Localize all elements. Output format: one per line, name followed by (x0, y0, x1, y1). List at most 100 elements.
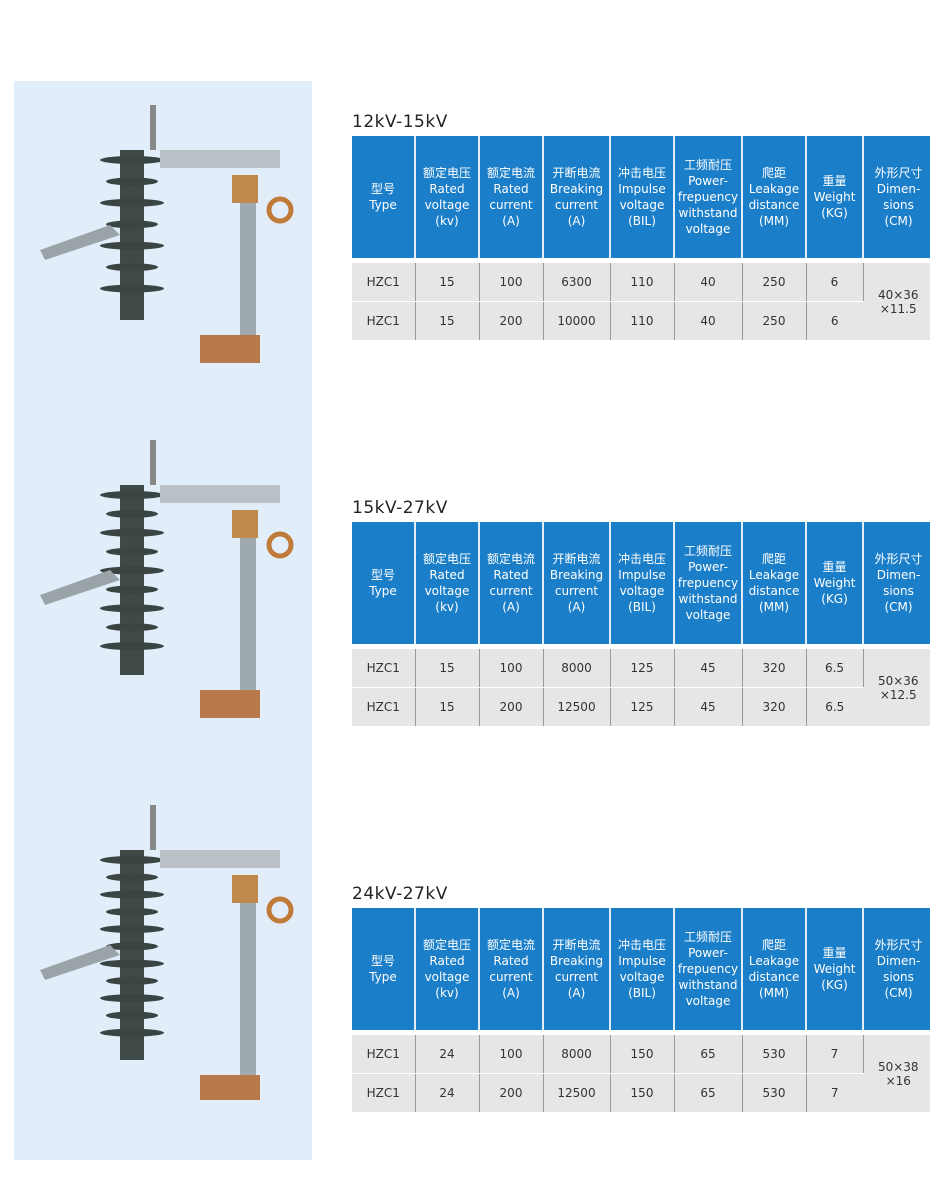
header-en: (A) (502, 986, 520, 1000)
table-cell: 250 (742, 263, 807, 302)
table-cell: 40 (674, 263, 743, 302)
table-cell: 12500 (543, 687, 611, 727)
table-cell: 320 (742, 687, 807, 727)
dimensions-cell: 50×38×16 (863, 1035, 930, 1113)
header-en: (kv) (435, 986, 459, 1000)
header-cn: 冲击电压 (617, 938, 666, 952)
header-en: Leakage (748, 182, 800, 196)
table-cell: 6 (806, 263, 864, 302)
header-en: voltage (619, 584, 665, 598)
dimension-line: ×16 (885, 1073, 911, 1088)
header-en: withstand (678, 978, 738, 992)
header-en: Impulse (618, 568, 666, 582)
table-cell: HZC1 (352, 649, 416, 688)
header-en: voltage (685, 222, 731, 236)
header-cn: 工频耐压 (683, 158, 732, 172)
header-cn: 爬距 (761, 552, 786, 566)
header-en: (BIL) (628, 600, 656, 614)
header-cn: 外形尺寸 (874, 938, 923, 952)
header-en: Impulse (618, 954, 666, 968)
header-en: Breaking (549, 954, 604, 968)
table-cell: HZC1 (352, 1073, 416, 1113)
header-en: Leakage (748, 568, 800, 582)
header-en: distance (748, 584, 800, 598)
header-cn: 冲击电压 (617, 552, 666, 566)
column-header: 冲击电压 Impulse voltage (BIL) (610, 522, 675, 644)
header-en: Rated (429, 182, 465, 196)
header-en: voltage (685, 608, 731, 622)
header-en: (A) (502, 600, 520, 614)
header-en: Breaking (549, 182, 604, 196)
header-en: distance (748, 970, 800, 984)
table-cell: 100 (479, 649, 544, 688)
fuse-cutout-image (20, 800, 310, 1103)
table-cell: 7 (806, 1035, 864, 1074)
header-en: Impulse (618, 182, 666, 196)
table-cell: 10000 (543, 301, 611, 341)
dimension-line: 50×36 (877, 673, 919, 688)
header-cn: 额定电流 (486, 552, 535, 566)
header-cn: 外形尺寸 (874, 166, 923, 180)
header-en: current (554, 970, 599, 984)
header-en: (KG) (821, 978, 848, 992)
dimension-line: 50×38 (877, 1059, 919, 1074)
table-cell: 24 (415, 1035, 480, 1074)
table-cell: 8000 (543, 1035, 611, 1074)
header-en: current (554, 198, 599, 212)
section-title: 15kV-27kV (352, 498, 448, 518)
header-en: (kv) (435, 214, 459, 228)
header-en: sions (883, 584, 914, 598)
header-en: sions (883, 970, 914, 984)
header-en: (MM) (758, 600, 790, 614)
header-en: (CM) (884, 214, 913, 228)
header-cn: 额定电压 (422, 938, 471, 952)
header-en: (MM) (758, 986, 790, 1000)
header-en: Rated (493, 954, 529, 968)
header-en: voltage (685, 994, 731, 1008)
table-cell: 100 (479, 263, 544, 302)
header-en: voltage (424, 584, 470, 598)
dimensions-cell: 50×36×12.5 (863, 649, 930, 727)
header-en: Dimen- (876, 954, 921, 968)
header-en: (BIL) (628, 214, 656, 228)
table-cell: 150 (610, 1073, 675, 1113)
dimension-line: 40×36 (877, 287, 919, 302)
column-header: 外形尺寸 Dimen-sions (CM) (863, 908, 930, 1030)
header-en: frepuency (677, 190, 739, 204)
header-en: Weight (813, 576, 856, 590)
header-cn: 开断电流 (552, 552, 601, 566)
header-en: (A) (567, 986, 586, 1000)
table-cell: 40 (674, 301, 743, 341)
header-en: voltage (619, 198, 665, 212)
table-cell: 250 (742, 301, 807, 341)
section-title: 12kV-15kV (352, 112, 448, 132)
table-cell: 6.5 (806, 687, 863, 727)
header-en: (KG) (821, 206, 848, 220)
header-en: Power- (688, 560, 728, 574)
header-en: Power- (688, 174, 728, 188)
dimensions-cell: 40×36×11.5 (863, 263, 930, 341)
header-en: (CM) (884, 986, 913, 1000)
header-en: Rated (493, 182, 529, 196)
header-en: withstand (678, 592, 738, 606)
table-cell: 150 (610, 1035, 675, 1074)
header-en: sions (883, 198, 914, 212)
product-image-panel (14, 81, 312, 1160)
fuse-cutout-image (20, 435, 310, 735)
